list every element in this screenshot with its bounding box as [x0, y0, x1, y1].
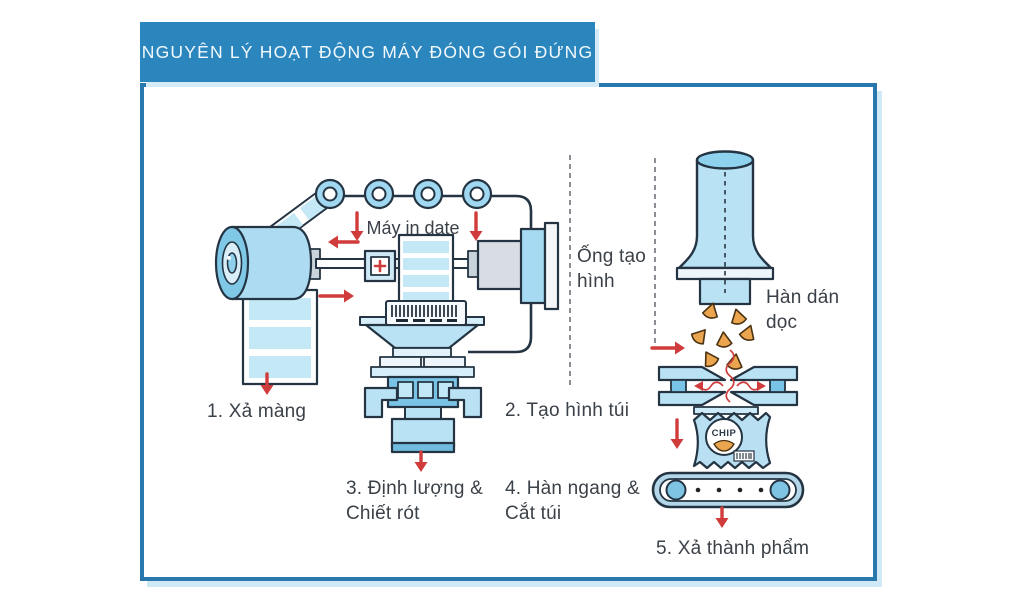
- chip-icon: [715, 330, 733, 349]
- label-step4-line2: Cắt túi: [505, 502, 561, 524]
- forming-tube: [675, 150, 775, 306]
- roller-icon: [412, 178, 444, 210]
- arrow-right-icon: [650, 341, 685, 355]
- arrow-left-icon: [328, 235, 360, 249]
- label-step4-line1: 4. Hàn ngang &: [505, 478, 640, 499]
- arrow-down-icon: [715, 506, 729, 528]
- label-step1: 1. Xả màng: [207, 401, 306, 422]
- label-forming-tube-line1: Ống tạo: [577, 245, 646, 267]
- arrow-down-icon: [260, 372, 274, 395]
- diagram-labels: Máy in date Ống tạo hình Hàn dán dọc 1. …: [207, 218, 839, 559]
- chip-icon: [725, 352, 745, 371]
- guide-rollers: [314, 178, 493, 210]
- chip-icon: [727, 306, 748, 327]
- date-printer-icon: [363, 249, 397, 283]
- forming-funnel: [364, 323, 480, 350]
- label-vertical-seal-line2: dọc: [766, 312, 797, 333]
- label-step2: 2. Tạo hình túi: [505, 400, 629, 421]
- page-title: NGUYÊN LÝ HOẠT ĐỘNG MÁY ĐÓNG GÓI ĐỨNG: [141, 41, 594, 62]
- conveyor-belt: [651, 471, 805, 509]
- arrow-right-icon: [318, 289, 354, 303]
- arrow-down-icon: [414, 450, 428, 472]
- heat-seal-squiggles: [694, 349, 766, 403]
- chip-icon: [737, 322, 759, 343]
- conveyor-roller-icon: [769, 479, 791, 501]
- chip-icon: [713, 439, 735, 452]
- sealing-jaws: [657, 365, 799, 415]
- arrow-down-icon: [670, 418, 684, 449]
- dashed-guides: [569, 155, 656, 386]
- label-vertical-seal-line1: Hàn dán: [766, 287, 839, 308]
- roller-icon: [461, 178, 493, 210]
- conveyor-roller-icon: [665, 479, 687, 501]
- dosing-machine: [359, 316, 485, 454]
- label-step5: 5. Xả thành phẩm: [656, 538, 809, 559]
- motor-box: [467, 221, 560, 311]
- chip-icon: [698, 347, 721, 370]
- film-roll: [214, 225, 321, 301]
- bag-barcode: [733, 450, 755, 462]
- falling-chips: [688, 300, 759, 371]
- arrow-down-icon: [469, 211, 483, 241]
- label-forming-tube-line2: hình: [577, 271, 615, 292]
- bag-brand-label: CHIP: [712, 428, 737, 439]
- printed-date-barcode: [385, 300, 467, 326]
- film-on-shaft: [385, 233, 467, 326]
- label-step3-line1: 3. Định lượng &: [346, 478, 483, 499]
- sealed-strip: [693, 406, 759, 415]
- roller-icon: [363, 178, 395, 210]
- label-step3-line2: Chiết rót: [346, 503, 420, 524]
- hanging-film-strip: [241, 288, 319, 386]
- chip-icon: [688, 324, 712, 347]
- roller-icon: [314, 178, 346, 210]
- flow-arrows: [260, 211, 729, 528]
- label-date-printer: Máy in date: [366, 218, 459, 238]
- arrow-down-icon: [350, 211, 364, 241]
- title-banner: NGUYÊN LÝ HOẠT ĐỘNG MÁY ĐÓNG GÓI ĐỨNG: [140, 22, 595, 82]
- chip-bag: CHIP: [692, 411, 772, 470]
